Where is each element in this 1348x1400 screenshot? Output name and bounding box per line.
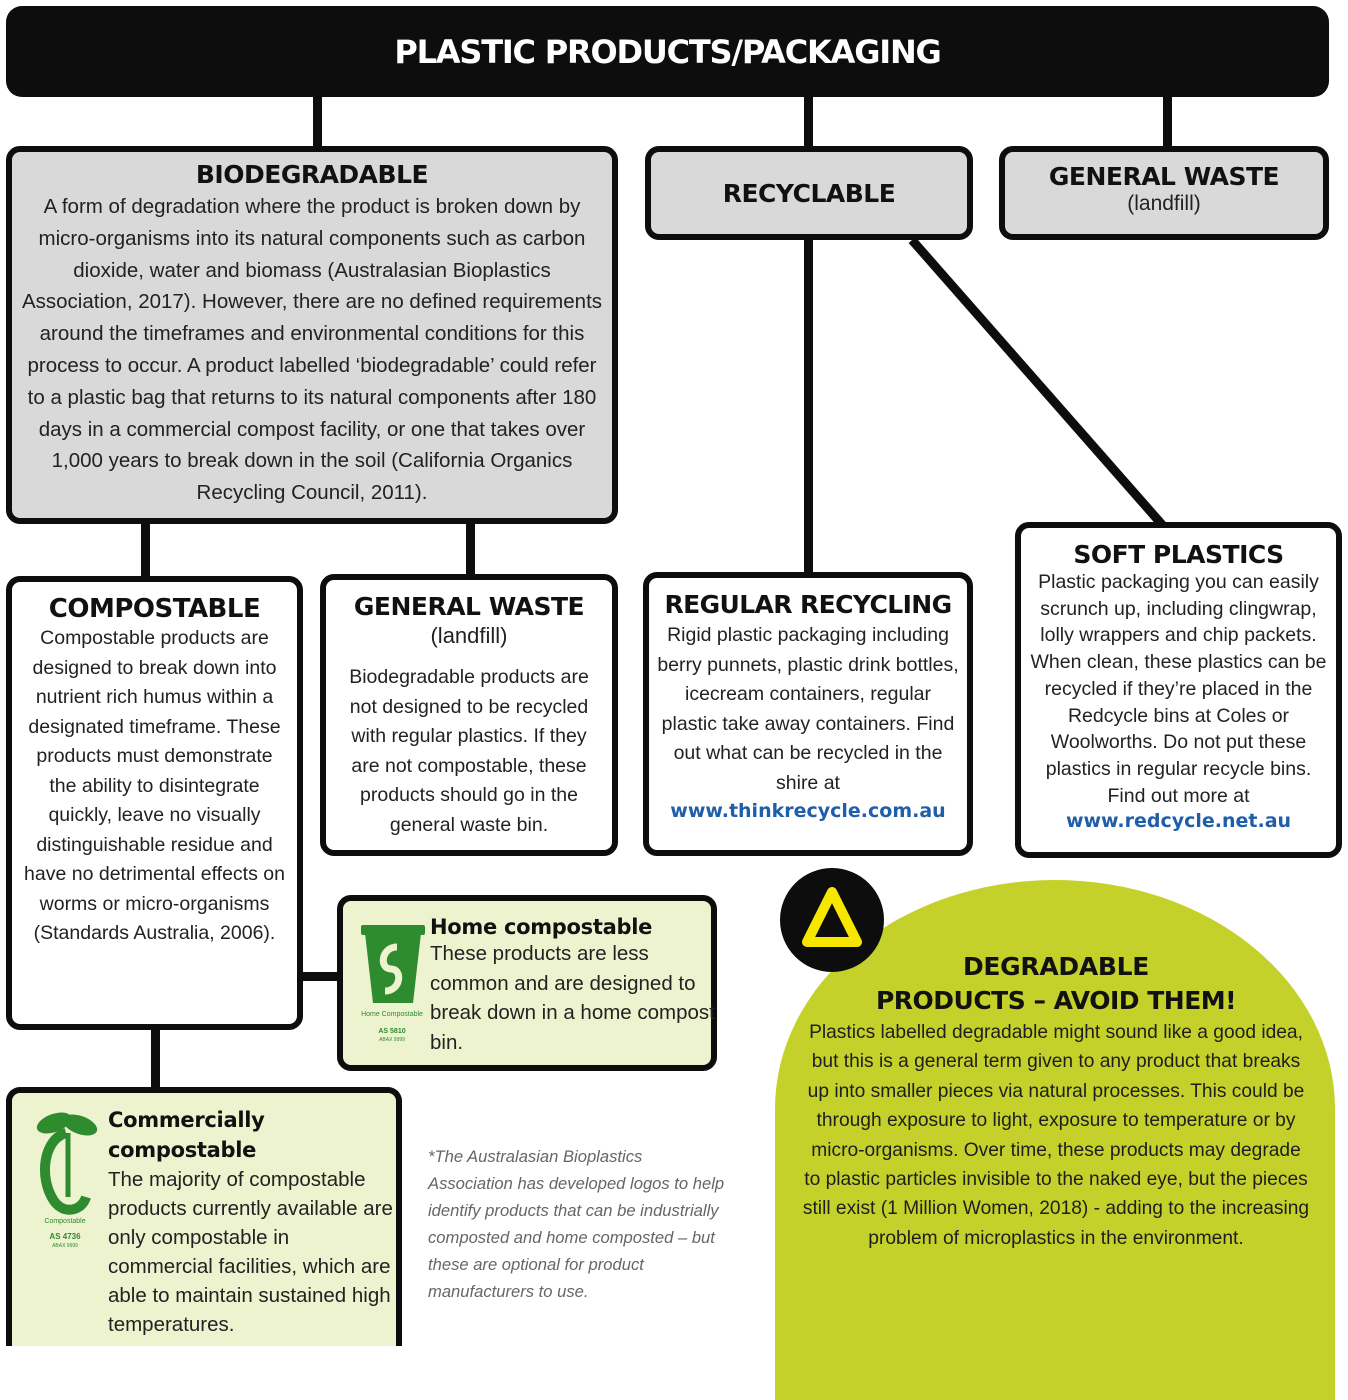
biodegradable-box: BIODEGRADABLE A form of degradation wher… (6, 146, 618, 524)
connector-recyclable-regular-recycling (804, 238, 813, 574)
general-waste-top-heading: GENERAL WASTE (1048, 162, 1280, 191)
connector-title-biodegradable (313, 96, 322, 150)
commercially-compostable-text: The majority of compostable products cur… (108, 1168, 393, 1336)
degradable-content: DEGRADABLE PRODUCTS – AVOID THEM! Plasti… (802, 950, 1310, 1253)
soft-plastics-text: Plastic packaging you can easily scrunch… (1030, 571, 1327, 807)
general-waste-mid-box: GENERAL WASTE (landfill) Biodegradable p… (320, 574, 618, 856)
connector-recyclable-soft-plastics (908, 237, 1169, 531)
svg-text:Home Compostable: Home Compostable (361, 1011, 423, 1018)
soft-plastics-heading: SOFT PLASTICS (1073, 540, 1284, 569)
general-waste-top-sub: (landfill) (1127, 192, 1201, 215)
home-compostable-logo-icon: Home Compostable AS 5810 ABAX 9999 (351, 903, 433, 1063)
compostable-heading: COMPOSTABLE (48, 594, 261, 624)
thinkrecycle-link[interactable]: www.thinkrecycle.com.au (670, 800, 946, 822)
home-compostable-text: These products are less common and are d… (430, 942, 715, 1054)
commercially-compostable-box: Compostable AS 4736 ABAX 9999 Commercial… (6, 1087, 402, 1346)
compostable-text: Compostable products are designed to bre… (24, 627, 285, 944)
general-waste-top-box: GENERAL WASTE (landfill) (999, 146, 1329, 240)
seedling-compostable-logo-icon: Compostable AS 4736 ABAX 9999 (24, 1101, 106, 1261)
biodegradable-heading: BIODEGRADABLE (195, 160, 429, 189)
svg-text:ABAX 9999: ABAX 9999 (379, 1037, 405, 1043)
degradable-heading-2: PRODUCTS – AVOID THEM! (875, 986, 1237, 1015)
footnote: *The Australasian Bioplastics Associatio… (428, 1147, 725, 1301)
svg-text:Compostable: Compostable (44, 1218, 85, 1225)
degradable-text: Plastics labelled degradable might sound… (802, 1022, 1310, 1249)
page-title: PLASTIC PRODUCTS/PACKAGING (394, 32, 941, 71)
home-compostable-heading: Home compostable (430, 915, 653, 939)
recyclable-box: RECYCLABLE (645, 146, 973, 240)
warning-triangle-icon (780, 868, 884, 972)
connector-compostable-commercial (151, 1026, 160, 1088)
general-waste-mid-heading: GENERAL WASTE (353, 592, 585, 621)
redcycle-link[interactable]: www.redcycle.net.au (1065, 810, 1292, 833)
degradable-bubble (775, 880, 1335, 1400)
general-waste-mid-text: Biodegradable products are not designed … (349, 666, 589, 836)
connector-title-general-waste (1163, 96, 1172, 150)
commercially-compostable-heading-2: compostable (108, 1138, 257, 1162)
svg-text:AS 5810: AS 5810 (378, 1028, 405, 1035)
home-compostable-box: Home Compostable AS 5810 ABAX 9999 Home … (337, 895, 717, 1071)
biodegradable-text: A form of degradation where the product … (21, 195, 603, 505)
commercially-compostable-heading-1: Commercially (108, 1108, 265, 1132)
svg-text:ABAX 9999: ABAX 9999 (52, 1243, 78, 1249)
connector-compostable-home (298, 972, 346, 981)
connector-biodegradable-general-waste (466, 520, 475, 580)
regular-recycling-box: REGULAR RECYCLING Rigid plastic packagin… (643, 572, 973, 856)
svg-text:AS 4736: AS 4736 (49, 1232, 81, 1241)
general-waste-mid-sub: (landfill) (430, 623, 508, 648)
compostable-box: COMPOSTABLE Compostable products are des… (6, 576, 303, 1030)
recyclable-heading: RECYCLABLE (722, 178, 896, 208)
connector-title-recyclable (804, 96, 813, 150)
title-bar: PLASTIC PRODUCTS/PACKAGING (6, 6, 1329, 97)
regular-recycling-heading: REGULAR RECYCLING (664, 590, 952, 619)
regular-recycling-text: Rigid plastic packaging including berry … (657, 624, 959, 794)
degradable-heading-1: DEGRADABLE (962, 952, 1150, 981)
soft-plastics-box: SOFT PLASTICS Plastic packaging you can … (1015, 522, 1342, 858)
connector-biodegradable-compostable (141, 520, 150, 580)
